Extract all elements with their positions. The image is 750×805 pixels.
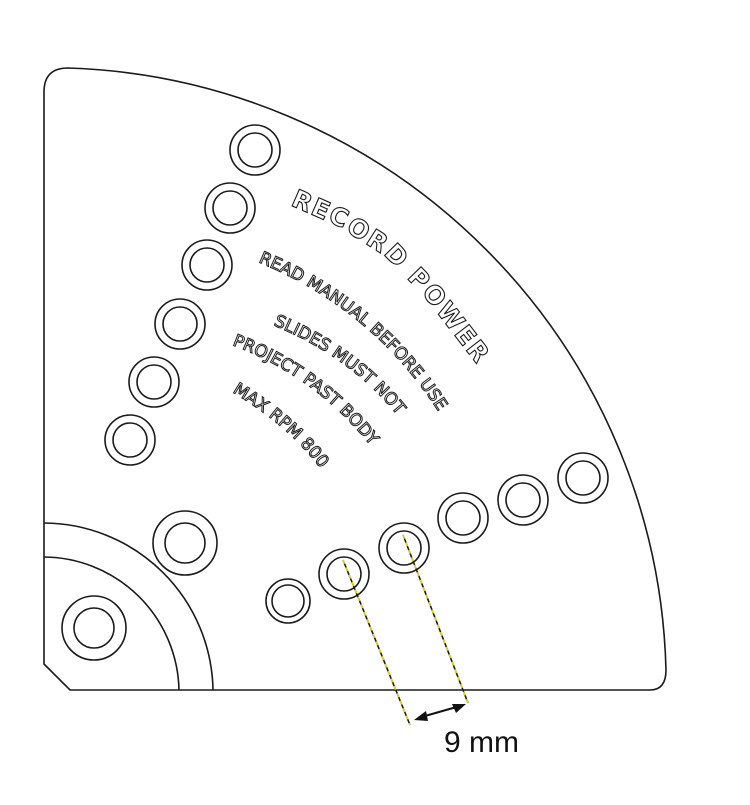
dimension-arrow	[414, 704, 466, 721]
dimension-label: 9 mm	[444, 726, 519, 759]
dimension-guide-right	[402, 534, 469, 704]
mounting-hole	[557, 452, 609, 504]
mounting-hole	[378, 522, 430, 574]
spindle-outer-arc	[43, 522, 214, 691]
mounting-hole	[437, 492, 489, 544]
spindle-inner-arc	[43, 556, 180, 691]
mounting-hole	[128, 356, 180, 408]
dimension-guide-left	[342, 559, 411, 726]
mounting-hole	[265, 578, 311, 624]
mounting-hole	[497, 474, 549, 526]
corner-hole	[61, 595, 127, 661]
plate-outline	[43, 67, 667, 691]
mounting-hole	[104, 414, 156, 466]
mounting-hole	[204, 182, 256, 234]
mounting-hole	[154, 298, 206, 350]
mounting-hole	[181, 239, 233, 291]
mounting-hole	[229, 124, 281, 176]
mounting-hole	[318, 548, 370, 600]
large-mounting-hole	[152, 510, 218, 576]
